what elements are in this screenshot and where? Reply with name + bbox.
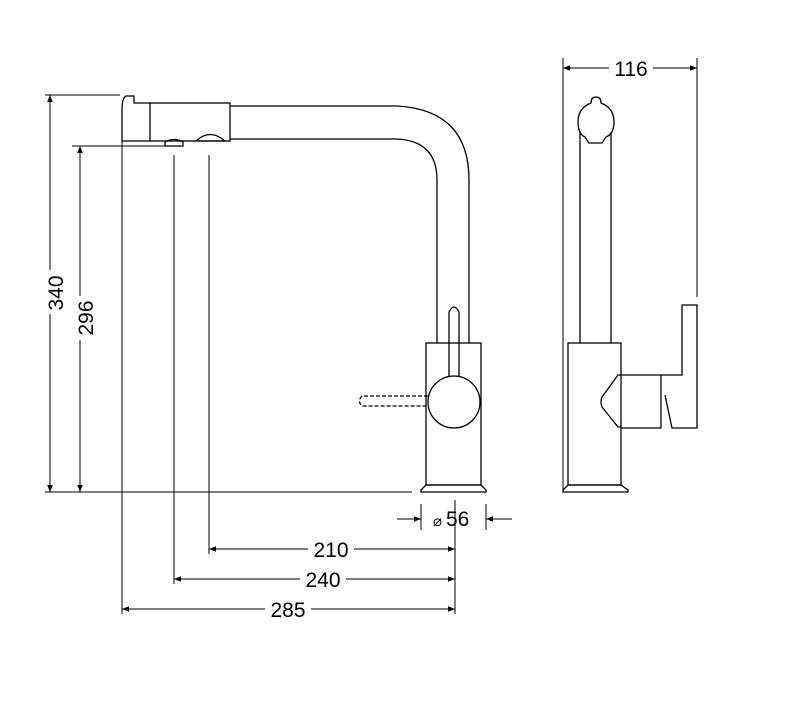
- tap-body-side: [567, 342, 622, 486]
- aerator-2: [194, 133, 227, 142]
- dimension-340: 340: [42, 95, 68, 492]
- dimension-label-240: 240: [305, 569, 340, 592]
- dimension-116: 116: [563, 57, 697, 81]
- spout-pipe: [230, 105, 470, 343]
- dimension-label-210: 210: [313, 539, 348, 562]
- dimension-240: 240: [174, 568, 455, 592]
- diameter-symbol: ⌀: [433, 513, 442, 530]
- dimension-label-340: 340: [45, 275, 68, 310]
- spout-head-cap: [121, 95, 150, 142]
- base-flange-side: [562, 484, 629, 493]
- dimension-label-285: 285: [270, 599, 305, 622]
- spout-head-side: [577, 96, 615, 144]
- front-view-faucet: [121, 95, 487, 493]
- dimension-diameter-56: ⌀ 56: [397, 508, 512, 531]
- spout-head-body: [149, 102, 231, 142]
- dimension-296: 296: [72, 146, 98, 492]
- dimension-label-296: 296: [75, 300, 98, 335]
- dimension-label-56: 56: [446, 508, 469, 531]
- base-flange: [420, 484, 487, 493]
- lever-connector: [621, 374, 662, 429]
- dimension-285: 285: [122, 598, 455, 622]
- dimension-label-116: 116: [614, 58, 647, 81]
- body-cutout: [600, 374, 621, 428]
- handle-lever: [448, 306, 460, 378]
- aerator-1: [164, 138, 184, 147]
- handle-lever-alt-position: [358, 395, 428, 407]
- spout-stem-side: [579, 132, 612, 343]
- extension-lines: [45, 94, 487, 614]
- dimension-210: 210: [209, 538, 455, 562]
- handle-hub: [427, 375, 481, 429]
- lever-side: [661, 304, 698, 429]
- side-view-faucet: [562, 58, 698, 493]
